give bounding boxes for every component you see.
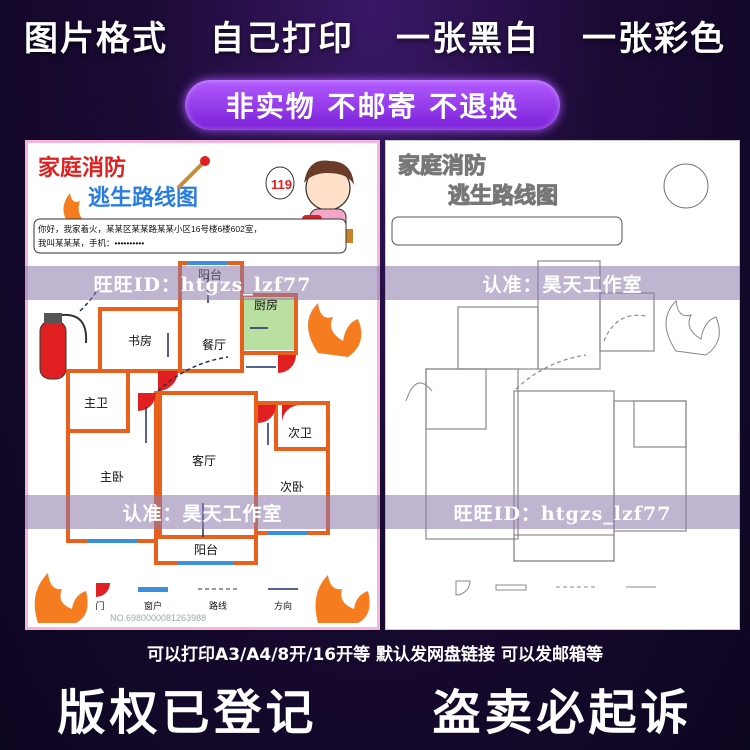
watermark-wangwang-left: 旺旺ID：htgzs_lzf77 xyxy=(25,266,380,300)
room-living: 客厅 xyxy=(192,453,216,468)
legend-direction: 方向 xyxy=(274,600,292,611)
bw-legend xyxy=(455,580,656,596)
phone-number-bubble: 119 xyxy=(271,177,292,192)
watermark-wangwang-right: 旺旺ID：htgzs_lzf77 xyxy=(385,495,740,529)
banner-item-color: 一张彩色 xyxy=(582,18,726,59)
call-text-box xyxy=(33,218,347,254)
bw-poster-art: 家庭消防 逃生路线图 xyxy=(391,153,720,596)
bw-call-text-box xyxy=(391,216,623,246)
poster-title-line2: 逃生路线图 xyxy=(88,185,198,210)
fire-extinguisher-icon xyxy=(39,313,88,380)
bw-title-line2: 逃生路线图 xyxy=(448,183,558,208)
flame-icon xyxy=(63,193,84,226)
banner-item-format: 图片格式 xyxy=(24,18,168,59)
bw-poster: 家庭消防 逃生路线图 xyxy=(385,140,740,630)
watermark-studio-left: 认准：昊天工作室 xyxy=(25,495,380,529)
flame-icon-bottom-left xyxy=(34,573,88,623)
color-poster-art: 家庭消防 逃生路线图 119 你好，我家着火，某某区某某路某某小区16号楼6楼6… xyxy=(33,155,370,623)
bw-extinguisher-icon xyxy=(405,382,433,402)
notice-pill: 非实物 不邮寄 不退换 xyxy=(185,80,560,130)
flame-icon-right xyxy=(308,303,362,357)
bw-floor-plan-walls xyxy=(425,260,687,562)
legend: 门 窗户 路线 方向 xyxy=(95,583,298,611)
room-study: 书房 xyxy=(128,333,152,348)
room-master-bath: 主卫 xyxy=(84,396,108,410)
footer-copyright-right: 盗卖必起诉 xyxy=(432,685,693,741)
poster-title-line1: 家庭消防 xyxy=(38,155,126,180)
kitchen-fill xyxy=(244,298,294,350)
legend-route: 路线 xyxy=(209,600,227,611)
match-icon xyxy=(176,156,210,190)
room-second-bath: 次卫 xyxy=(288,426,312,440)
floor-plan-doors xyxy=(138,355,300,423)
room-second-bed: 次卧 xyxy=(280,480,304,494)
floor-plan-windows xyxy=(88,261,308,565)
call-text-line1: 你好，我家着火，某某区某某路某某小区16号楼6楼602室， xyxy=(38,224,262,234)
banner-item-bw: 一张黑白 xyxy=(396,18,540,59)
serial-number: NO.6980000081263988 xyxy=(110,613,206,623)
room-dining: 餐厅 xyxy=(202,337,226,352)
room-kitchen: 厨房 xyxy=(254,297,278,312)
footer-copyright: 版权已登记 盗卖必起诉 xyxy=(0,672,750,744)
bw-flame-icon xyxy=(665,299,720,356)
flame-icon-bottom-right xyxy=(315,575,370,623)
room-balcony-bottom: 阳台 xyxy=(194,542,218,557)
call-text-line2: 我叫某某某，手机：•••••••••• xyxy=(38,238,144,248)
legend-window: 窗户 xyxy=(144,600,162,611)
banner-item-print: 自己打印 xyxy=(210,18,354,59)
footer-copyright-left: 版权已登记 xyxy=(57,685,318,741)
color-poster: 家庭消防 逃生路线图 119 你好，我家着火，某某区某某路某某小区16号楼6楼6… xyxy=(25,140,380,630)
footer-print-info: 可以打印A3/A4/8开/16开等 默认发网盘链接 可以发邮箱等 xyxy=(147,645,603,665)
bw-title-line1: 家庭消防 xyxy=(398,153,486,178)
watermark-studio-right: 认准：昊天工作室 xyxy=(385,266,740,300)
room-master-bed: 主卧 xyxy=(100,470,124,484)
legend-door: 门 xyxy=(95,600,104,611)
top-banner: 图片格式 自己打印 一张黑白 一张彩色 xyxy=(0,0,750,70)
